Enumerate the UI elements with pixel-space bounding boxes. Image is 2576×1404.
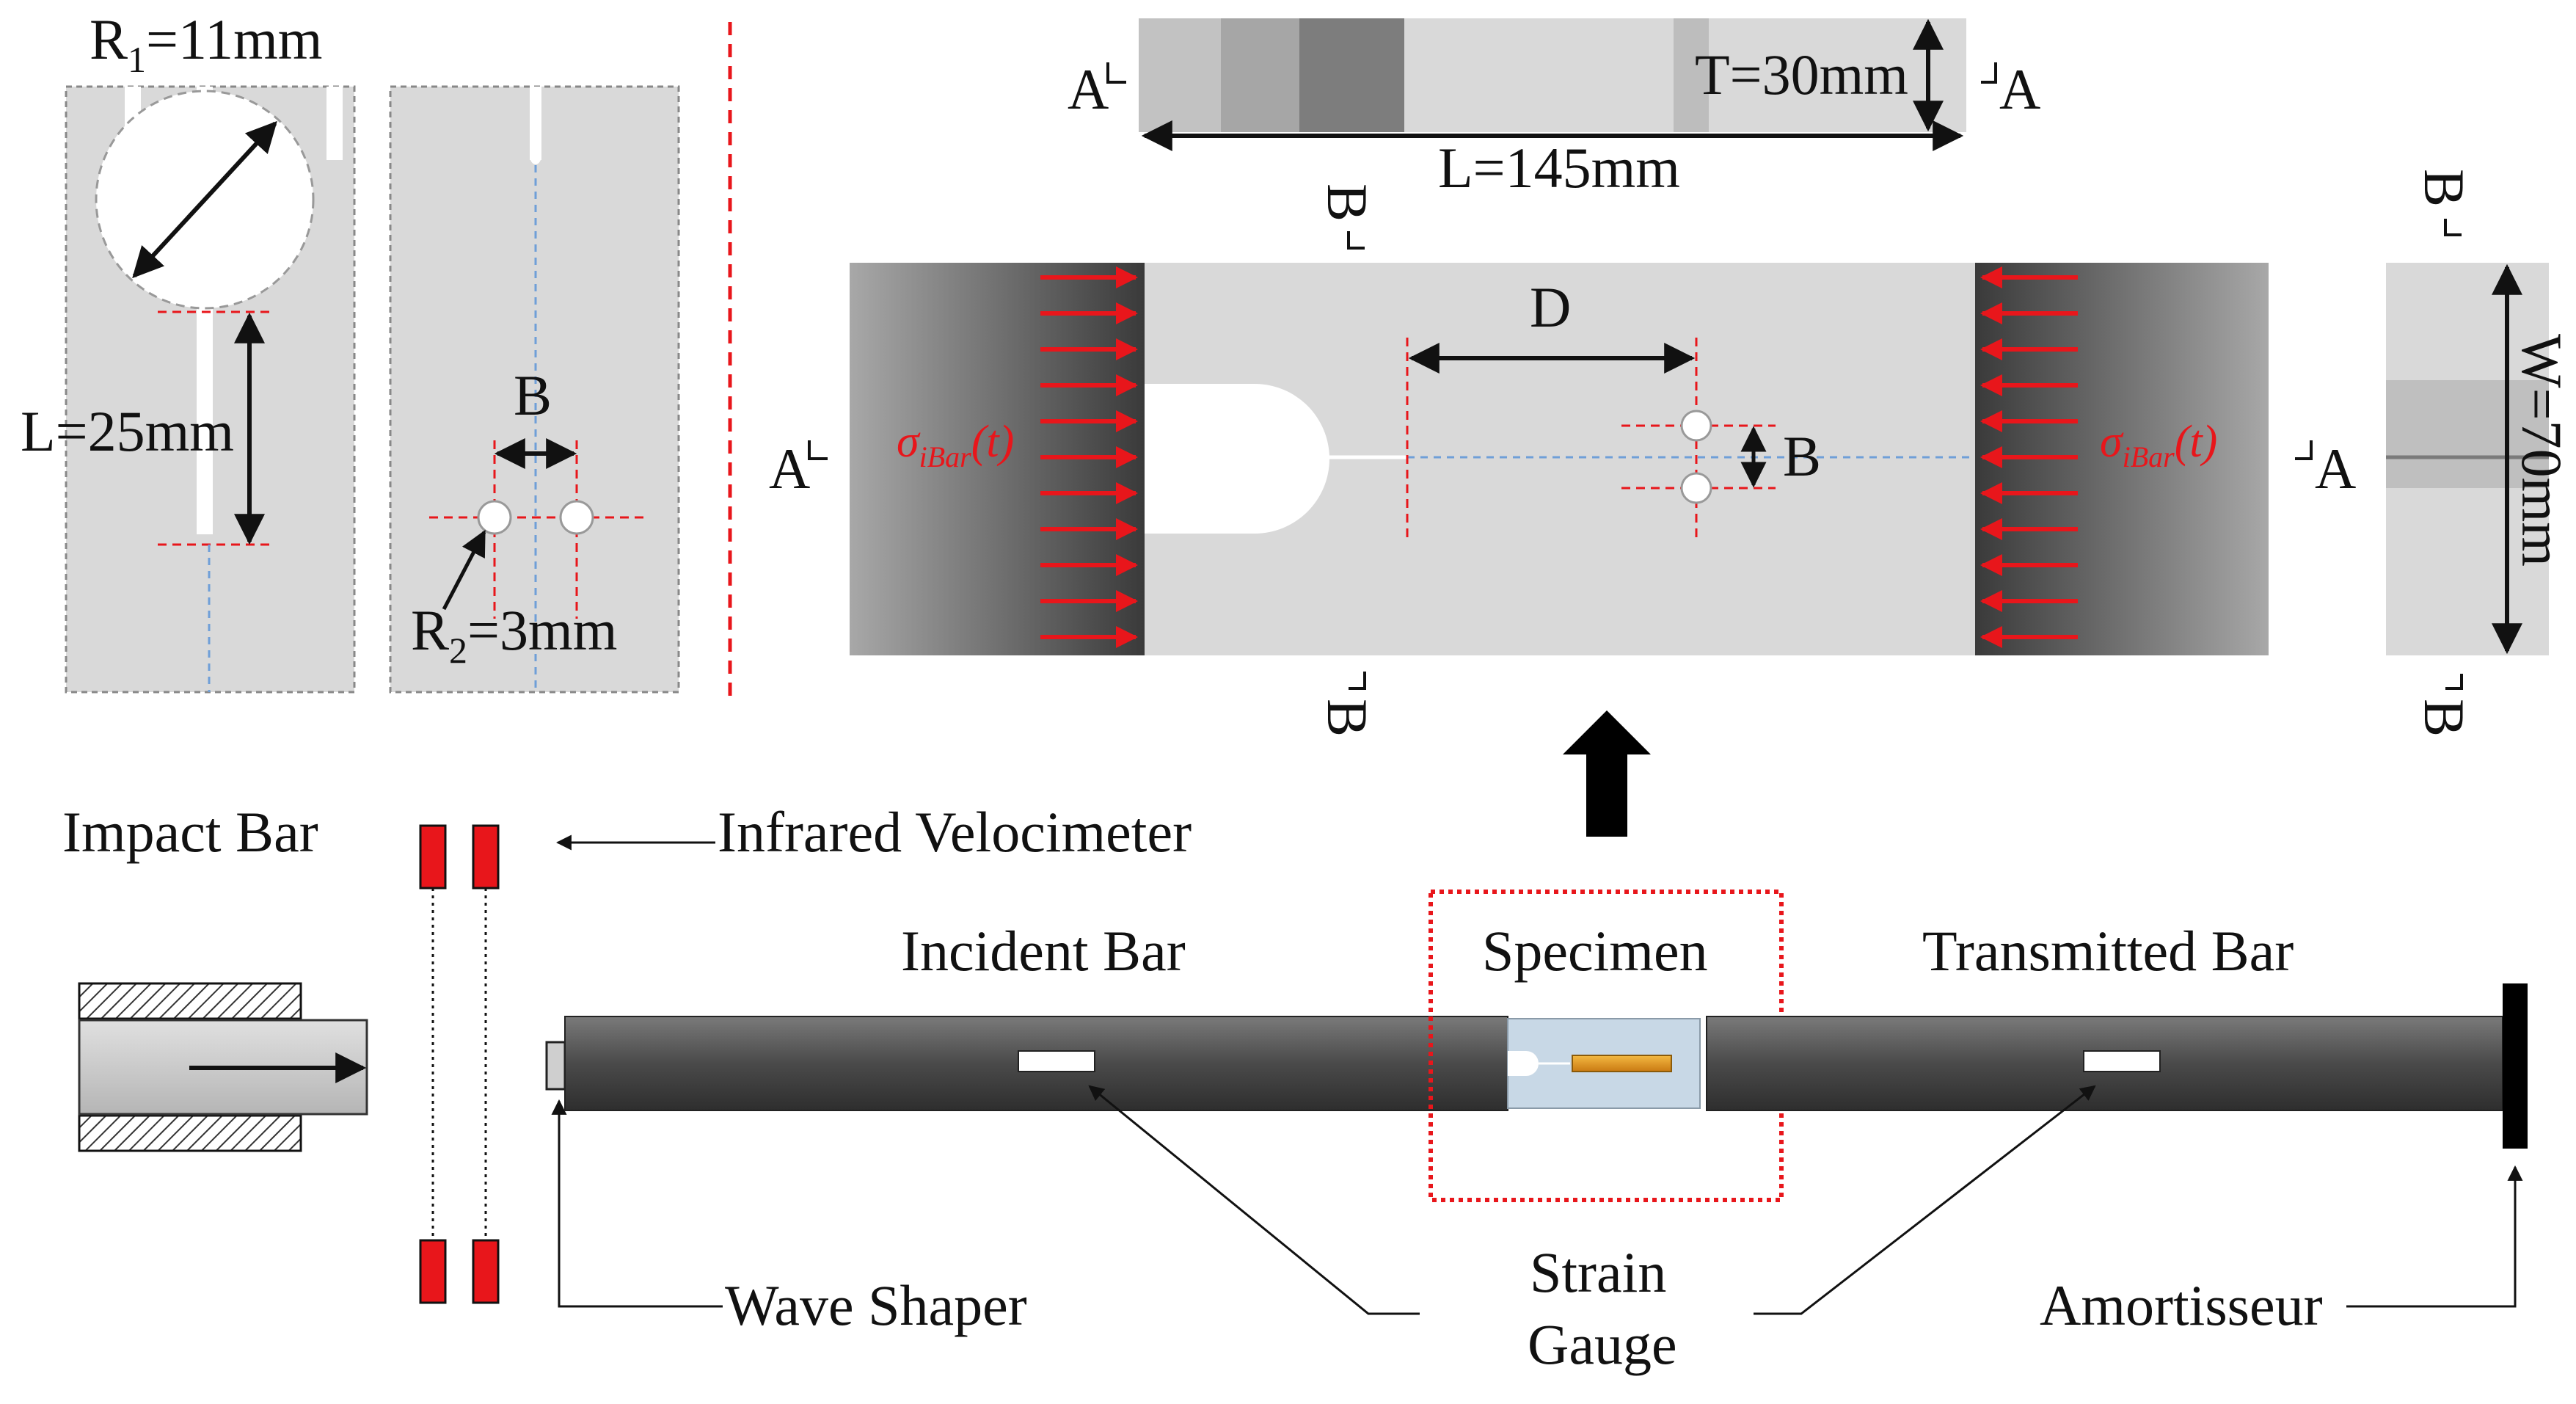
hole-spacing-label: B bbox=[514, 363, 552, 427]
wave-shaper-label: Wave Shaper bbox=[725, 1273, 1027, 1337]
incident-strain-gauge bbox=[1018, 1050, 1095, 1072]
view-up-arrow bbox=[1563, 710, 1651, 837]
velocimeter-emitter-1 bbox=[419, 824, 447, 890]
velocimeter-emitter-2 bbox=[472, 824, 500, 890]
section-b-label-front-bottom: B bbox=[1316, 699, 1379, 737]
amortisseur-label: Amortisseur bbox=[2040, 1273, 2323, 1337]
transmitted-stress-arrows bbox=[1980, 266, 2078, 648]
wave-shaper-pointer bbox=[551, 1099, 723, 1308]
gauge-hole-2 bbox=[559, 500, 594, 535]
wave-shaper bbox=[545, 1041, 566, 1091]
hole-geometry-view: B R2=3mm bbox=[389, 85, 680, 694]
radius-small-arrow bbox=[442, 529, 486, 611]
impact-bar-label: Impact Bar bbox=[62, 800, 318, 864]
section-a-label-front-left: A bbox=[769, 437, 810, 501]
section-b-label-front-top: B bbox=[1316, 183, 1379, 222]
incident-stress-arrows bbox=[1040, 266, 1138, 648]
strain-gauge-label-line1: Strain bbox=[1530, 1240, 1666, 1304]
gauge-hole-1 bbox=[477, 500, 512, 535]
side-view: W=70mm B B bbox=[2386, 169, 2574, 737]
top-view: T=30mm L=145mm A A bbox=[1068, 18, 2040, 200]
diameter-arrow bbox=[132, 120, 277, 279]
incident-bar-label: Incident Bar bbox=[901, 919, 1186, 983]
section-b-label-side-top: B bbox=[2412, 169, 2476, 207]
impact-bar-housing-bottom bbox=[78, 1114, 302, 1152]
radius-small-label: R2=3mm bbox=[411, 598, 617, 671]
velocimeter-receiver-1 bbox=[419, 1239, 447, 1304]
radius-large-label: R1=11mm bbox=[90, 7, 322, 80]
section-a-label-front-right: A bbox=[2315, 437, 2356, 501]
specimen-label: Specimen bbox=[1482, 919, 1708, 983]
section-b-label-side-bottom: B bbox=[2412, 699, 2476, 737]
section-a-label-top-left: A bbox=[1068, 57, 1109, 121]
apparatus: Impact Bar Infrared Velocimeter Wave Sha… bbox=[62, 800, 2528, 1376]
strain-gauge-pointer-right bbox=[1754, 1085, 2096, 1315]
transmitted-strain-gauge bbox=[2083, 1050, 2161, 1072]
front-notch bbox=[1145, 384, 1329, 534]
notch-geometry-view: R1=11mm L=25mm bbox=[21, 7, 356, 694]
front-view: D B σiBar(t) σiBar(t) B B A A bbox=[769, 183, 2356, 737]
front-hole-2 bbox=[1680, 472, 1712, 504]
width-label: W=70mm bbox=[2510, 334, 2574, 567]
section-a-label-top-right: A bbox=[1999, 57, 2040, 121]
strain-gauge-label-line2: Gauge bbox=[1528, 1312, 1677, 1376]
distance-label: D bbox=[1530, 275, 1571, 339]
transmitted-bar-label: Transmitted Bar bbox=[1922, 919, 2294, 983]
thickness-label: T=30mm bbox=[1695, 43, 1908, 106]
length-label: L=145mm bbox=[1438, 136, 1680, 200]
specimen-strain-gauge bbox=[1572, 1055, 1672, 1072]
transmitted-stress-label: σiBar(t) bbox=[2100, 417, 2217, 473]
amortisseur-pointer bbox=[2346, 1165, 2523, 1308]
amortisseur bbox=[2503, 983, 2528, 1149]
strain-gauge-pointer-left bbox=[1088, 1085, 1420, 1315]
impact-bar-housing-top bbox=[78, 982, 302, 1020]
front-hole-spacing-label: B bbox=[1783, 424, 1821, 488]
notch-length-label: L=25mm bbox=[21, 399, 234, 463]
infrared-velocimeter-label: Infrared Velocimeter bbox=[718, 800, 1192, 864]
incident-stress-label: σiBar(t) bbox=[897, 417, 1014, 473]
front-hole-1 bbox=[1680, 410, 1712, 442]
velocimeter-receiver-2 bbox=[472, 1239, 500, 1304]
